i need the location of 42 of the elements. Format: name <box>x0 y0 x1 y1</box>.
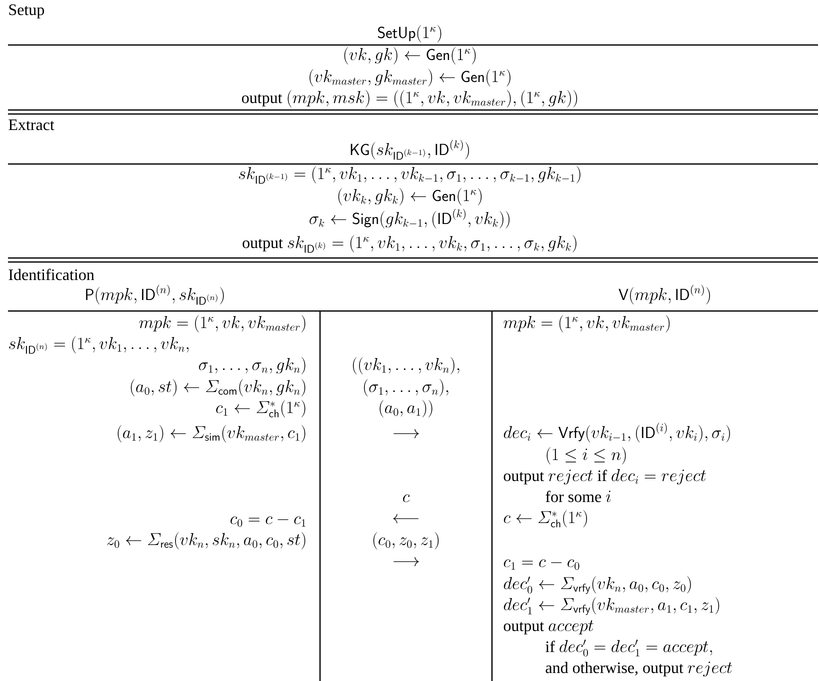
message: $c$ <box>403 494 410 502</box>
party-header: $\mathsf{P}(mpk, \mathsf{ID}^{(n)}, sk_{\mathsf{ID}^{(n)}})$ <box>86 284 224 305</box>
message: $(a_0, a_1))$ <box>380 400 432 418</box>
protocol-step: $\text{output } accept$ <box>504 620 594 634</box>
protocol-step: $z_0 \leftarrow \mathnormal{\Sigma}_{\mathsf{res}}(vk_n, sk_n, a_0, c_0, st)$ <box>107 532 306 550</box>
protocol-step: $dec'_1 \leftarrow \mathnormal{\Sigma}_{\mathsf{vrfy}}(vk_{master}, a_1, c_1, z_1)$ <box>504 597 720 615</box>
protocol-step: $c_0 = c - c_1$ <box>230 516 306 527</box>
algorithm-step: $\text{output } (mpk, msk) = ((1^\kappa, vk, vk_{master}), (1^\kappa, gk))$ <box>242 90 578 108</box>
protocol-step: $mpk = (1^\kappa, vk, vk_{master})$ <box>139 315 306 332</box>
protocol-step: $sk_{\mathsf{ID}^{(n)}} = (1^\kappa, vk_1, \ldots, vk_n,$ <box>9 336 189 354</box>
algorithm-step: $\text{output } sk_{\mathsf{ID}^{(k)}} = (1^\kappa, vk_1, \ldots, vk_k, \sigma_1, \ldots, \sigma_k, gk_k)$ <box>242 235 576 253</box>
message: $(c_0, z_0, z_1)$ <box>373 532 439 550</box>
party-header: $\mathsf{V}(mpk, \mathsf{ID}^{(n)})$ <box>618 284 710 304</box>
protocol-step: $\text{for some } i$ <box>546 490 611 502</box>
algorithm-step: $\sigma_k \leftarrow \mathsf{Sign}(gk_{k-1}, (\mathsf{ID}^{(k)}, vk_k))$ <box>310 208 510 228</box>
protocol-step: $(a_0, st) \leftarrow \mathnormal{\Sigma}_{\mathsf{com}}(vk_n, gk_n)$ <box>130 379 306 396</box>
protocol-step: $dec_i \leftarrow \mathsf{Vrfy}(vk_{i-1}, (\mathsf{ID}^{(i)}, vk_i), \sigma_i)$ <box>504 422 730 442</box>
algorithm-step: $(vk_k, gk_k) \leftarrow \mathsf{Gen}(1^\kappa)$ <box>338 188 482 206</box>
algorithm-step: $sk_{\mathsf{ID}^{(k-1)}} = (1^\kappa, vk_1, \ldots, vk_{k-1}, \sigma_1, \ldots, \sigma_{k-1}, gk_{k-1})$ <box>238 166 580 184</box>
message: $(\sigma_1, \ldots, \sigma_n),$ <box>364 379 448 396</box>
protocol-step: $(1 \leq i \leq n)$ <box>546 447 626 464</box>
algorithm-header: $\mathsf{KG}(sk_{\mathsf{ID}^{(k-1)}}, \mathsf{ID}^{(k)})$ <box>350 140 469 160</box>
protocol-step: $dec'_0 \leftarrow \mathnormal{\Sigma}_{\mathsf{vrfy}}(vk_n, a_0, c_0, z_0)$ <box>504 576 691 594</box>
message-arrow: $\longleftarrow$ <box>393 514 418 524</box>
protocol-step: $\sigma_1, \ldots, \sigma_n, gk_n)$ <box>198 357 306 374</box>
protocol-step: $\text{and otherwise, output } reject$ <box>546 662 732 677</box>
algorithm-header: $\mathsf{SetUp}(1^\kappa)$ <box>378 25 442 42</box>
protocol-step: $c_1 \leftarrow \mathnormal{\Sigma}^*_{\mathsf{ch}}(1^\kappa)$ <box>216 400 306 418</box>
message-arrow: $\longrightarrow$ <box>394 557 419 566</box>
protocol-step: $\text{if } dec'_0 = dec'_1 = accept,$ <box>546 640 712 657</box>
message: $((vk_1, \ldots, vk_n),$ <box>352 357 460 374</box>
protocol-step: $mpk = (1^\kappa, vk, vk_{master})$ <box>504 315 670 332</box>
section-heading: Identification <box>8 268 94 280</box>
algorithm-step: $(vk, gk) \leftarrow \mathsf{Gen}(1^\kappa)$ <box>344 47 476 64</box>
section-heading: Extract <box>8 120 54 130</box>
protocol-step: $c_1 = c - c_0$ <box>504 559 580 570</box>
algorithm-step: $(vk_{master}, gk_{master}) \leftarrow \mathsf{Gen}(1^\kappa)$ <box>310 69 510 86</box>
message-arrow: $\longrightarrow$ <box>394 429 419 438</box>
protocol-step: $c \leftarrow \mathnormal{\Sigma}^*_{\mathsf{ch}}(1^\kappa)$ <box>504 510 587 528</box>
protocol-step: $(a_1, z_1) \leftarrow \mathnormal{\Sigma}_{\mathsf{sim}}(vk_{master}, c_1)$ <box>118 425 306 442</box>
section-heading: Setup <box>9 4 44 18</box>
protocol-step: $\text{output } reject \text{ if } dec_i = reject$ <box>504 469 706 485</box>
